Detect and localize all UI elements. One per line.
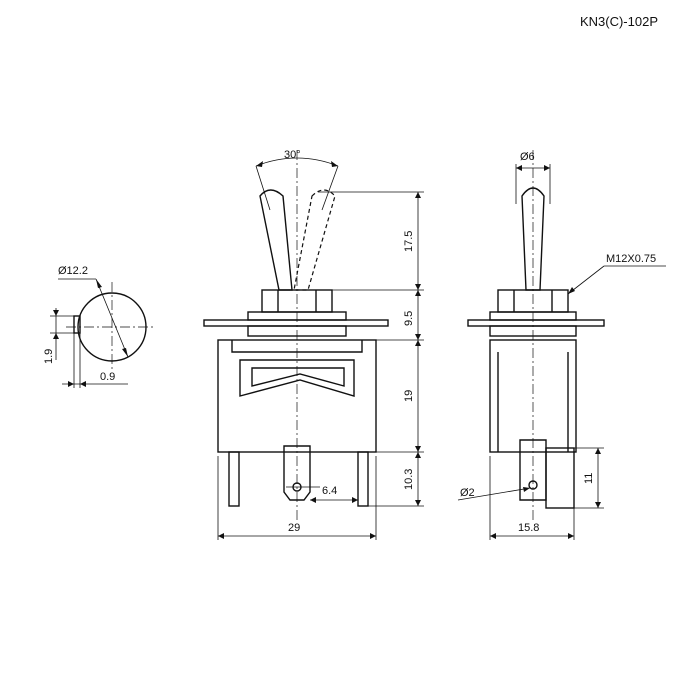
body-width-label: 29 [288,522,300,534]
pin-detail-view: Ø12.2 1.9 0.9 [43,265,156,388]
terminal-width-label: 6.4 [322,485,337,497]
lever-tip-diameter-label: Ø6 [520,151,535,163]
side-terminal-length-label: 11 [583,473,595,484]
pin-offset-x-label: 0.9 [100,371,115,383]
pin-diameter-label: Ø12.2 [58,265,88,277]
front-view: 30° 6.4 29 [203,149,424,540]
body-height-label: 19 [403,390,415,402]
toggle-angle-label: 30° [284,149,301,161]
terminal-hole-label: Ø2 [460,487,475,499]
bushing-height-label: 9.5 [403,311,415,326]
terminal-length-label: 10.3 [403,469,415,490]
side-width-label: 15.8 [518,522,539,534]
side-view: Ø6 M12X0.75 Ø2 11 [457,150,666,540]
thread-label: M12X0.75 [606,253,656,265]
lever-length-label: 17.5 [403,231,415,252]
pin-offset-y-label: 1.9 [43,349,55,364]
part-number-title: KN3(C)-102P [579,14,658,29]
